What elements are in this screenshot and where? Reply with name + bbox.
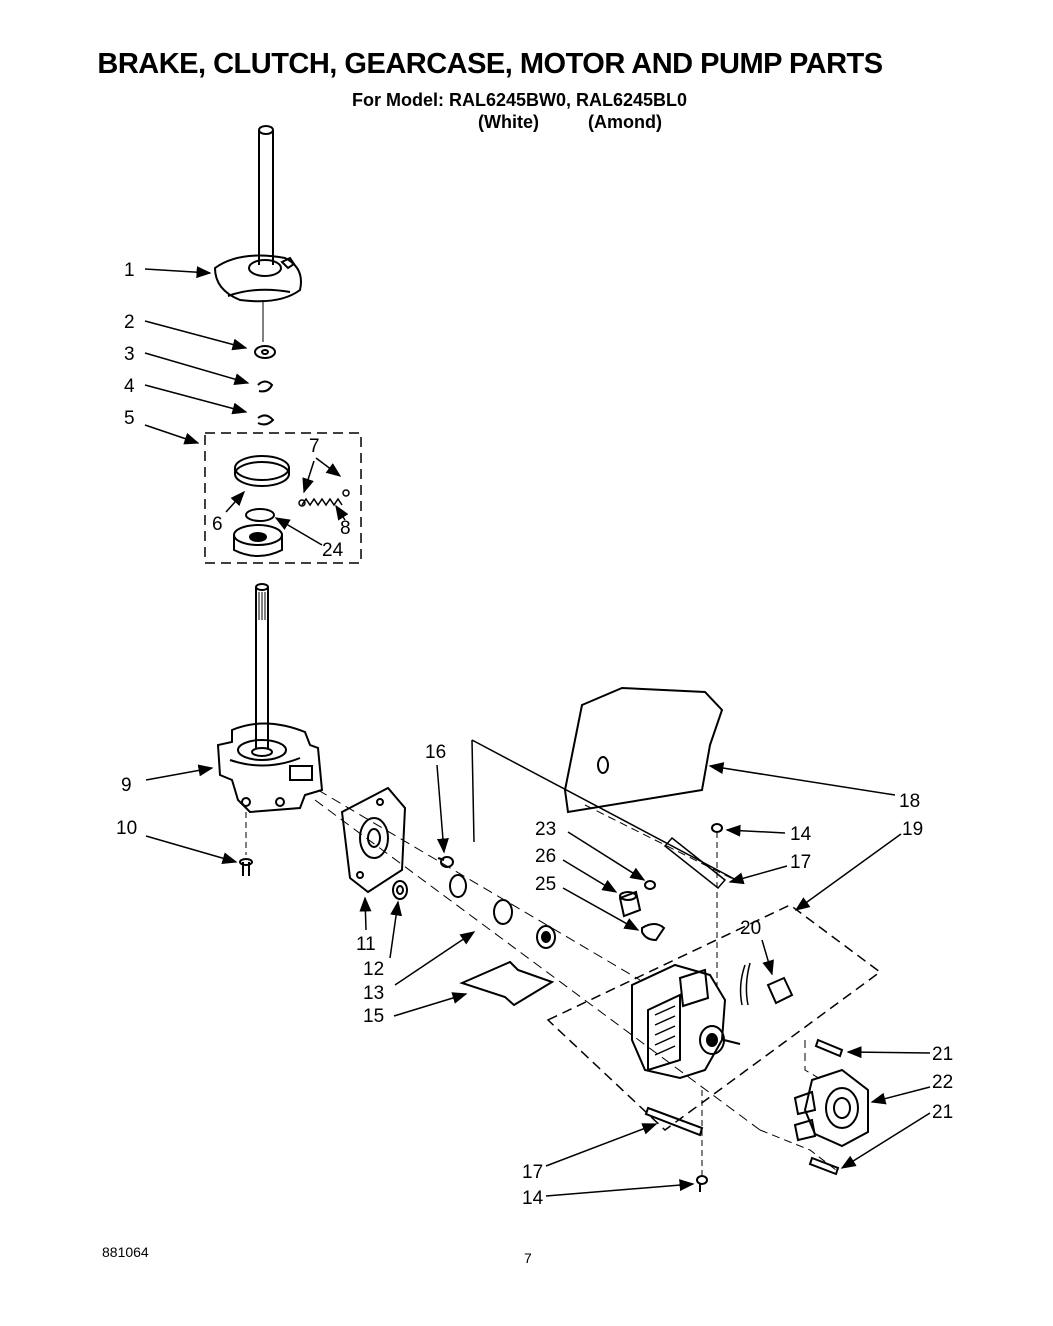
page-number: 7 (524, 1250, 532, 1266)
callout-25: 25 (535, 874, 556, 895)
retainer-part-4 (257, 414, 275, 426)
callout-6: 6 (212, 514, 223, 535)
callout-26: 26 (535, 846, 556, 867)
callout-3: 3 (124, 344, 135, 365)
callout-24: 24 (322, 540, 344, 561)
clutch-band-part-6 (234, 455, 290, 487)
gearcase-part-9 (216, 722, 324, 814)
callout-19: 19 (902, 819, 923, 840)
clip-part-25 (641, 923, 666, 942)
callout-16: 16 (425, 742, 446, 763)
document-number: 881064 (102, 1244, 149, 1260)
model-line: For Model: RAL6245BW0, RAL6245BL0 (352, 90, 688, 110)
pad-part-15 (459, 960, 555, 1007)
screw-part-16 (437, 856, 454, 868)
motor (631, 963, 741, 1080)
strap-part-17-bottom (644, 1106, 704, 1137)
page-title: BRAKE, CLUTCH, GEARCASE, MOTOR AND PUMP … (97, 48, 883, 80)
callout-22: 22 (932, 1072, 953, 1093)
callout-14-top: 14 (790, 824, 812, 845)
motor-group-box (546, 904, 882, 1131)
callout-17-top: 17 (790, 852, 811, 873)
callout-5: 5 (124, 408, 135, 429)
callout-20: 20 (740, 918, 761, 939)
brake-assembly-part-1 (213, 254, 302, 342)
capacitor-part-26 (618, 890, 642, 918)
callout-10: 10 (116, 818, 137, 839)
color-almond-label: (Amond) (588, 112, 662, 132)
callout-4: 4 (124, 376, 135, 397)
callout-15: 15 (363, 1006, 384, 1027)
callout-23: 23 (535, 819, 556, 840)
retainer-part-3 (257, 380, 274, 393)
switch-part-20 (739, 962, 794, 1006)
bolt-part-10 (239, 858, 253, 876)
callout-9: 9 (121, 775, 132, 796)
screw-part-14-bottom (696, 1175, 708, 1192)
callout-12: 12 (363, 959, 384, 980)
screw-part-14-top (711, 823, 723, 990)
screw-part-23 (644, 880, 656, 890)
callout-21-top: 21 (932, 1044, 953, 1065)
agitator-shaft (255, 583, 269, 748)
callout-21-bottom: 21 (932, 1102, 953, 1123)
mounting-plate (340, 786, 407, 894)
clutch-hub-part-24 (233, 508, 283, 557)
strap-part-17-top (663, 836, 727, 890)
coupling-part-13 (449, 874, 556, 949)
callout-8: 8 (340, 518, 351, 539)
callout-1: 1 (124, 260, 135, 281)
callout-17-bottom: 17 (522, 1162, 543, 1183)
callout-2: 2 (124, 312, 135, 333)
clip-part-21-bottom (808, 1156, 840, 1176)
callout-14-bottom: 14 (522, 1188, 544, 1209)
callout-11: 11 (356, 934, 376, 955)
nut-part-12 (392, 880, 408, 900)
top-shaft (258, 125, 274, 265)
motor-shield-part-18 (563, 686, 724, 814)
clip-part-21-top (814, 1038, 844, 1058)
color-white-label: (White) (478, 112, 539, 132)
spring-part-8 (298, 489, 350, 507)
callout-18: 18 (899, 791, 920, 812)
pump-part-22 (793, 1068, 869, 1148)
callout-7: 7 (309, 436, 320, 457)
callout-13: 13 (363, 983, 384, 1004)
washer-part-2 (254, 345, 276, 359)
